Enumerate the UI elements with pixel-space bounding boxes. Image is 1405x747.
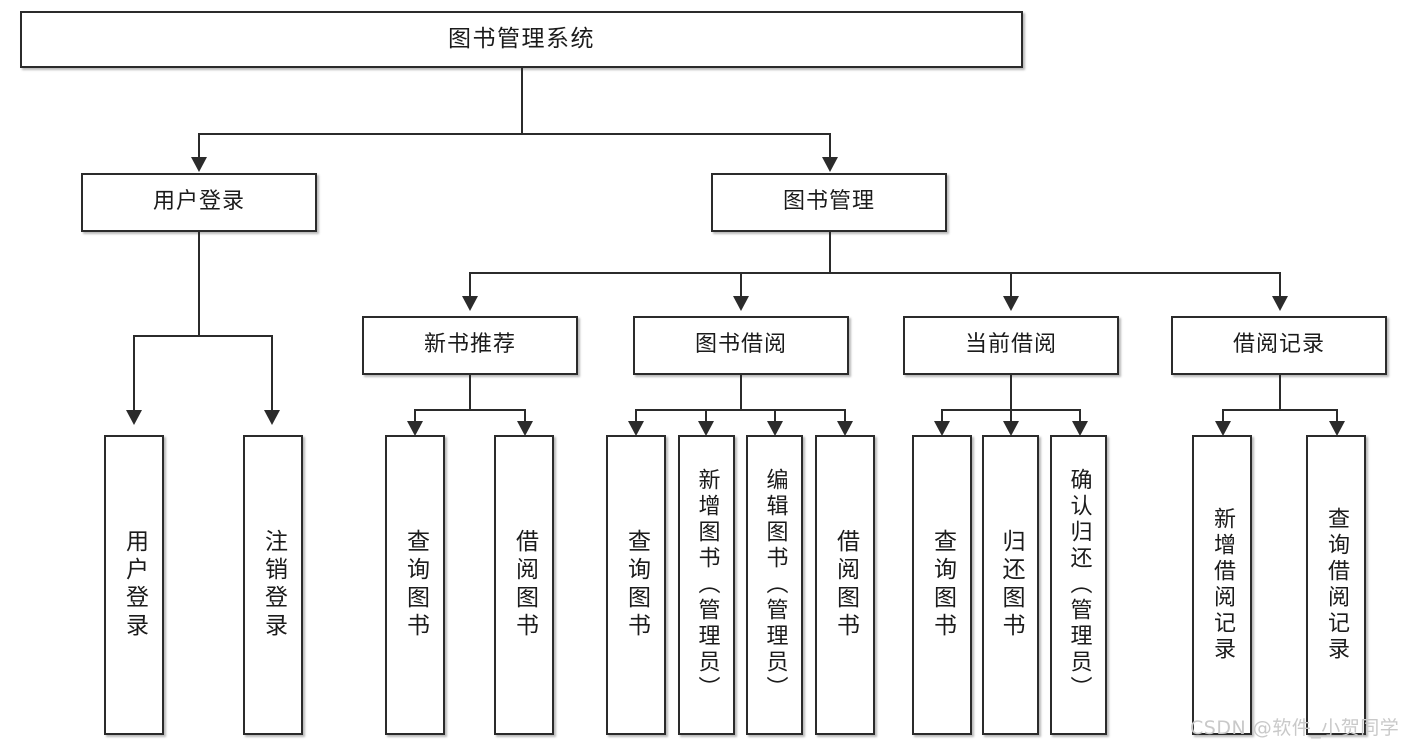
node-new-book-recommend[interactable]: 新书推荐 (362, 316, 578, 375)
leaf-borrow-query-book-label: 查询图书 (623, 529, 650, 641)
connector-bookmgr-to-newbook (469, 272, 471, 297)
leaf-current-confirm-return-admin[interactable]: 确认归还（管理员） (1050, 435, 1107, 735)
connector-bookmgr-to-record (1279, 272, 1281, 297)
connector-borrow-to-leaf4 (844, 409, 846, 422)
arrowhead-current-to-leaf3 (1072, 421, 1088, 436)
leaf-borrow-add-book-admin[interactable]: 新增图书（管理员） (678, 435, 735, 735)
connector-bookmgr-stem (829, 232, 831, 272)
leaf-newbook-query-book-label: 查询图书 (402, 529, 429, 641)
leaf-borrow-add-book-admin-label: 新增图书（管理员） (694, 468, 720, 702)
leaf-record-query-record-label: 查询借阅记录 (1324, 507, 1349, 663)
leaf-newbook-query-book[interactable]: 查询图书 (385, 435, 445, 735)
connector-root-stem (521, 68, 523, 133)
leaf-current-query-book-label: 查询图书 (929, 529, 956, 641)
leaf-current-confirm-return-admin-label: 确认归还（管理员） (1066, 468, 1092, 702)
leaf-record-add-record[interactable]: 新增借阅记录 (1192, 435, 1252, 735)
connector-login-to-leaf1 (133, 335, 135, 411)
node-borrow-record[interactable]: 借阅记录 (1171, 316, 1387, 375)
connector-current-stem (1010, 375, 1012, 409)
arrowhead-borrow-to-leaf3 (767, 421, 783, 436)
connector-newbook-bus (414, 409, 525, 411)
connector-borrow-stem (740, 375, 742, 409)
connector-current-to-leaf2 (1010, 409, 1012, 422)
node-root-label: 图书管理系统 (448, 26, 595, 53)
connector-bookmgr-to-current (1010, 272, 1012, 297)
connector-current-to-leaf3 (1079, 409, 1081, 422)
connector-newbook-to-leaf1 (414, 409, 416, 422)
connector-borrow-to-leaf3 (774, 409, 776, 422)
leaf-user-login-label: 用户登录 (121, 529, 148, 641)
leaf-user-login[interactable]: 用户登录 (104, 435, 164, 735)
leaf-borrow-query-book[interactable]: 查询图书 (606, 435, 666, 735)
leaf-newbook-borrow-book-label: 借阅图书 (511, 529, 538, 641)
arrowhead-borrow-to-leaf2 (698, 421, 714, 436)
arrowhead-root-to-login (191, 157, 207, 172)
leaf-user-logout[interactable]: 注销登录 (243, 435, 303, 735)
leaf-current-query-book[interactable]: 查询图书 (912, 435, 972, 735)
leaf-borrow-edit-book-admin-label: 编辑图书（管理员） (762, 468, 788, 702)
arrowhead-record-to-leaf1 (1215, 421, 1231, 436)
leaf-current-return-book-label: 归还图书 (998, 529, 1024, 641)
node-current-borrow-label: 当前借阅 (964, 332, 1057, 358)
connector-root-to-login (198, 133, 200, 158)
arrowhead-bookmgr-to-borrow (733, 296, 749, 311)
connector-newbook-stem (469, 375, 471, 409)
arrowhead-bookmgr-to-current (1003, 296, 1019, 311)
connector-borrow-to-leaf2 (705, 409, 707, 422)
connector-record-stem (1279, 375, 1281, 409)
connector-record-to-leaf2 (1336, 409, 1338, 422)
connector-login-stem (198, 232, 200, 335)
arrowhead-newbook-to-leaf2 (517, 421, 533, 436)
node-current-borrow[interactable]: 当前借阅 (903, 316, 1119, 375)
connector-bookmgr-to-borrow (740, 272, 742, 297)
connector-borrow-bus (635, 409, 845, 411)
connector-borrow-to-leaf1 (635, 409, 637, 422)
arrowhead-login-to-leaf1 (126, 410, 142, 425)
node-book-management-label: 图书管理 (782, 189, 875, 215)
leaf-borrow-lend-book[interactable]: 借阅图书 (815, 435, 875, 735)
connector-current-to-leaf1 (941, 409, 943, 422)
connector-record-to-leaf1 (1222, 409, 1224, 422)
arrowhead-borrow-to-leaf1 (628, 421, 644, 436)
connector-root-bus (198, 133, 831, 135)
connector-record-bus (1222, 409, 1337, 411)
node-book-borrow[interactable]: 图书借阅 (633, 316, 849, 375)
arrowhead-current-to-leaf1 (934, 421, 950, 436)
leaf-borrow-edit-book-admin[interactable]: 编辑图书（管理员） (746, 435, 803, 735)
connector-login-to-leaf2 (271, 335, 273, 411)
node-user-login[interactable]: 用户登录 (81, 173, 317, 232)
arrowhead-bookmgr-to-newbook (462, 296, 478, 311)
connector-newbook-to-leaf2 (524, 409, 526, 422)
connector-root-to-bookmgr (829, 133, 831, 158)
arrowhead-root-to-bookmgr (822, 157, 838, 172)
leaf-current-return-book[interactable]: 归还图书 (982, 435, 1039, 735)
connector-bookmgr-bus (469, 272, 1280, 274)
arrowhead-borrow-to-leaf4 (837, 421, 853, 436)
leaf-borrow-lend-book-label: 借阅图书 (832, 529, 859, 641)
node-book-borrow-label: 图书借阅 (694, 332, 787, 358)
leaf-user-logout-label: 注销登录 (260, 529, 287, 641)
arrowhead-record-to-leaf2 (1329, 421, 1345, 436)
node-book-management[interactable]: 图书管理 (711, 173, 947, 232)
arrowhead-newbook-to-leaf1 (407, 421, 423, 436)
leaf-newbook-borrow-book[interactable]: 借阅图书 (494, 435, 554, 735)
arrowhead-current-to-leaf2 (1003, 421, 1019, 436)
node-user-login-label: 用户登录 (152, 189, 245, 215)
node-new-book-recommend-label: 新书推荐 (423, 332, 516, 358)
arrowhead-bookmgr-to-record (1272, 296, 1288, 311)
leaf-record-query-record[interactable]: 查询借阅记录 (1306, 435, 1366, 735)
arrowhead-login-to-leaf2 (264, 410, 280, 425)
leaf-record-add-record-label: 新增借阅记录 (1210, 507, 1235, 663)
connector-login-bus (133, 335, 272, 337)
csdn-watermark: CSDN @软件_小贺同学 (1190, 717, 1400, 739)
node-borrow-record-label: 借阅记录 (1232, 332, 1325, 358)
node-root[interactable]: 图书管理系统 (20, 11, 1023, 68)
